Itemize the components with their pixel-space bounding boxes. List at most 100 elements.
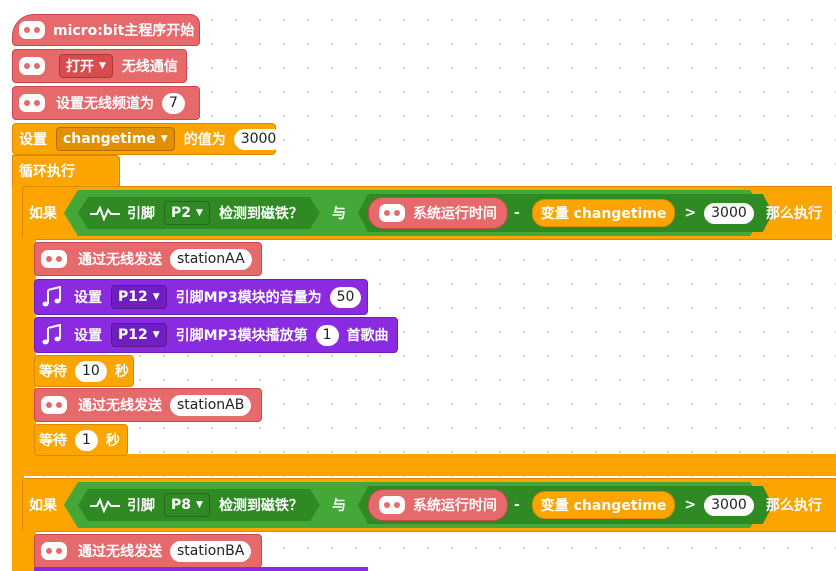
- compare-value-input-2[interactable]: 3000: [704, 495, 754, 516]
- then-label-2-wrap: 那么执行: [766, 482, 822, 528]
- wait-block-2[interactable]: 等待 1 秒: [34, 424, 128, 456]
- variable-reporter-1[interactable]: 变量 changetime: [532, 199, 676, 227]
- set-variable-block[interactable]: 设置 changetime ▼ 的值为 3000: [12, 123, 284, 155]
- then-label-2: 那么执行: [766, 498, 822, 514]
- variable-name: changetime: [63, 131, 156, 147]
- variable-value-input[interactable]: 3000: [233, 128, 284, 150]
- if-label-1: 如果: [29, 206, 57, 222]
- wait-value-1[interactable]: 10: [75, 360, 107, 382]
- mp3-volume-block[interactable]: 设置 P12 ▼ 引脚MP3模块的音量为 50: [34, 279, 368, 315]
- wait-value-2[interactable]: 1: [75, 429, 98, 451]
- pin-value-1: P2: [171, 205, 192, 221]
- wireless-toggle-dropdown[interactable]: 打开 ▼: [59, 54, 113, 78]
- wireless-toggle-label: 无线通信: [121, 59, 178, 75]
- wait-unit-2: 秒: [105, 433, 120, 449]
- mp3-volume-pin: P12: [118, 289, 148, 305]
- loop-label: 循环执行: [19, 164, 75, 180]
- and-label-1: 与: [331, 206, 346, 222]
- mp3-volume-label: 引脚MP3模块的音量为: [175, 290, 322, 306]
- mp3-play-suffix: 首歌曲: [346, 328, 389, 344]
- main-program-hat-block[interactable]: micro:bit主程序开始: [12, 14, 200, 46]
- and-condition-1-content: 引脚 P2 ▼ 检测到磁铁？ 与 系统运行时间 - 变量 changetime …: [78, 190, 773, 236]
- microbit-icon: [19, 21, 45, 39]
- gt-operator-1: >: [684, 205, 697, 221]
- radio-send-block-3[interactable]: 通过无线发送 stationBA: [34, 534, 262, 568]
- variable-reporter-2[interactable]: 变量 changetime: [532, 491, 676, 519]
- forever-loop-header[interactable]: 循环执行: [12, 155, 120, 187]
- next-block-edge: [34, 567, 368, 571]
- radio-send-value-1[interactable]: stationAA: [170, 248, 252, 270]
- if-block-2-spine: [22, 530, 36, 571]
- wait-block-1[interactable]: 等待 10 秒: [34, 355, 134, 387]
- pin-dropdown-1[interactable]: P2 ▼: [164, 201, 210, 225]
- music-note-icon: [39, 286, 65, 308]
- pin-value-2: P8: [171, 497, 192, 513]
- microbit-icon: [19, 57, 45, 75]
- magnet-sensor-block-1[interactable]: 引脚 P2 ▼ 检测到磁铁？: [78, 197, 320, 229]
- wireless-toggle-value: 打开: [66, 59, 94, 75]
- wireless-toggle-block[interactable]: 打开 ▼ 无线通信: [12, 49, 187, 83]
- dropdown-caret-icon: ▼: [160, 134, 168, 144]
- radio-send-value-3[interactable]: stationBA: [170, 540, 252, 562]
- minus-operator-2: -: [513, 497, 520, 513]
- mp3-play-prefix: 设置: [74, 328, 102, 344]
- if-block-1-spine: [22, 238, 36, 462]
- radio-send-block-2[interactable]: 通过无线发送 stationAB: [34, 388, 262, 422]
- pin-suffix-1: 检测到磁铁？: [218, 206, 303, 222]
- sensor-wave-icon: [90, 497, 120, 513]
- variable-reporter-label-1: 变量 changetime: [540, 206, 667, 222]
- if-block-1-footer: [22, 454, 836, 476]
- radio-send-value-2[interactable]: stationAB: [170, 394, 252, 416]
- runtime-block-1[interactable]: 系统运行时间: [368, 197, 508, 229]
- hat-label: micro:bit主程序开始: [53, 23, 195, 39]
- pin-prefix-1: 引脚: [127, 206, 155, 222]
- if-label-2: 如果: [29, 498, 57, 514]
- wait-unit-1: 秒: [114, 364, 129, 380]
- variable-dropdown[interactable]: changetime ▼: [56, 127, 175, 151]
- runtime-block-2[interactable]: 系统运行时间: [368, 489, 508, 521]
- mp3-play-pin-dropdown[interactable]: P12 ▼: [111, 323, 167, 347]
- minus-operator-1: -: [513, 205, 520, 221]
- set-variable-prefix: 设置: [19, 132, 47, 148]
- dropdown-caret-icon: ▼: [152, 330, 160, 340]
- mp3-play-block[interactable]: 设置 P12 ▼ 引脚MP3模块播放第 1 首歌曲: [34, 317, 398, 353]
- mp3-volume-value[interactable]: 50: [329, 286, 362, 308]
- mp3-play-value[interactable]: 1: [315, 324, 339, 346]
- compare-block-2[interactable]: 系统运行时间 - 变量 changetime > 3000: [358, 486, 773, 524]
- pin-suffix-2: 检测到磁铁？: [218, 498, 303, 514]
- then-label-1-wrap: 那么执行: [766, 190, 822, 236]
- dropdown-caret-icon: ▼: [99, 61, 106, 71]
- radio-send-block-1[interactable]: 通过无线发送 stationAA: [34, 242, 262, 276]
- compare-block-1[interactable]: 系统运行时间 - 变量 changetime > 3000: [358, 194, 773, 232]
- pin-prefix-2: 引脚: [127, 498, 155, 514]
- forever-loop-spine: [12, 186, 24, 571]
- radio-send-label-3: 通过无线发送: [78, 544, 162, 560]
- runtime-label-1: 系统运行时间: [412, 206, 497, 222]
- mp3-volume-pin-dropdown[interactable]: P12 ▼: [111, 285, 167, 309]
- runtime-label-2: 系统运行时间: [412, 498, 497, 514]
- music-note-icon: [39, 324, 65, 346]
- microbit-icon: [41, 542, 67, 560]
- pin-dropdown-2[interactable]: P8 ▼: [164, 493, 210, 517]
- magnet-sensor-block-2[interactable]: 引脚 P8 ▼ 检测到磁铁？: [78, 489, 320, 521]
- microbit-icon: [379, 496, 405, 514]
- radio-send-label-2: 通过无线发送: [78, 398, 162, 414]
- wait-label-2: 等待: [39, 433, 67, 449]
- gt-operator-2: >: [684, 497, 697, 513]
- channel-value-input[interactable]: 7: [162, 92, 185, 114]
- mp3-play-pin: P12: [118, 327, 148, 343]
- microbit-icon: [379, 204, 405, 222]
- dropdown-caret-icon: ▼: [196, 500, 203, 510]
- mp3-play-label: 引脚MP3模块播放第: [175, 328, 308, 344]
- then-label-1: 那么执行: [766, 206, 822, 222]
- variable-reporter-label-2: 变量 changetime: [540, 498, 667, 514]
- compare-value-input-1[interactable]: 3000: [704, 203, 754, 224]
- set-channel-block[interactable]: 设置无线频道为 7: [12, 86, 200, 120]
- wait-label-1: 等待: [39, 364, 67, 380]
- microbit-icon: [19, 94, 45, 112]
- set-channel-label: 设置无线频道为: [56, 96, 154, 112]
- mp3-volume-prefix: 设置: [74, 290, 102, 306]
- set-variable-middle: 的值为: [183, 132, 226, 148]
- radio-send-label-1: 通过无线发送: [78, 252, 162, 268]
- and-label-2: 与: [331, 498, 346, 514]
